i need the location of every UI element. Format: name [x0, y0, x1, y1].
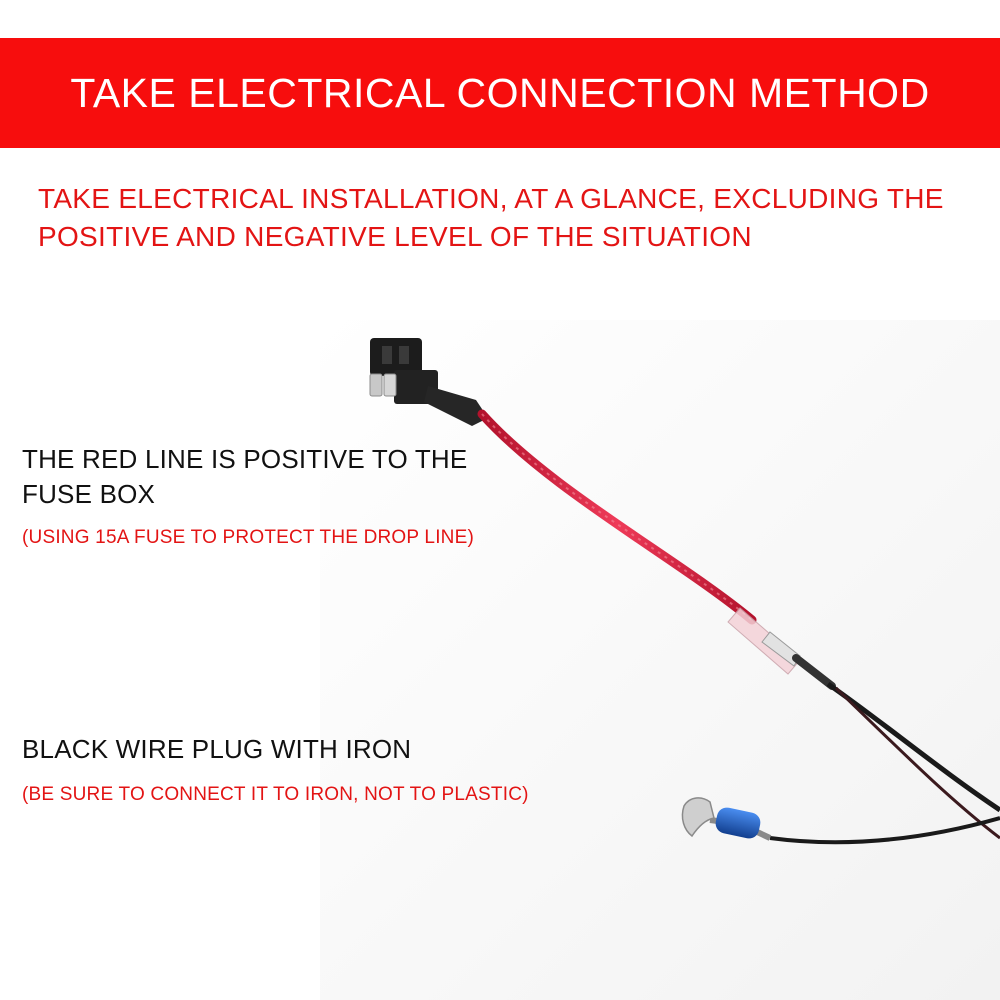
- red-wire-icon: [477, 409, 836, 690]
- black-wire-label: BLACK WIRE PLUG WITH IRON: [22, 734, 412, 764]
- red-line-note: (USING 15A FUSE TO PROTECT THE DROP LINE…: [22, 527, 474, 548]
- page-title: TAKE ELECTRICAL CONNECTION METHOD: [70, 69, 930, 116]
- product-photo: [300, 290, 1000, 1000]
- fork-terminal-icon: [681, 797, 772, 841]
- black-wire-icon: [769, 681, 1000, 845]
- black-wire-note: (BE SURE TO CONNECT IT TO IRON, NOT TO P…: [22, 784, 529, 805]
- intro-text: TAKE ELECTRICAL INSTALLATION, AT A GLANC…: [38, 183, 944, 252]
- title-banner: TAKE ELECTRICAL CONNECTION METHOD: [0, 38, 1000, 148]
- red-line-label: THE RED LINE IS POSITIVE TO THE FUSE BOX: [22, 444, 468, 509]
- fuse-tap-icon: [369, 338, 488, 426]
